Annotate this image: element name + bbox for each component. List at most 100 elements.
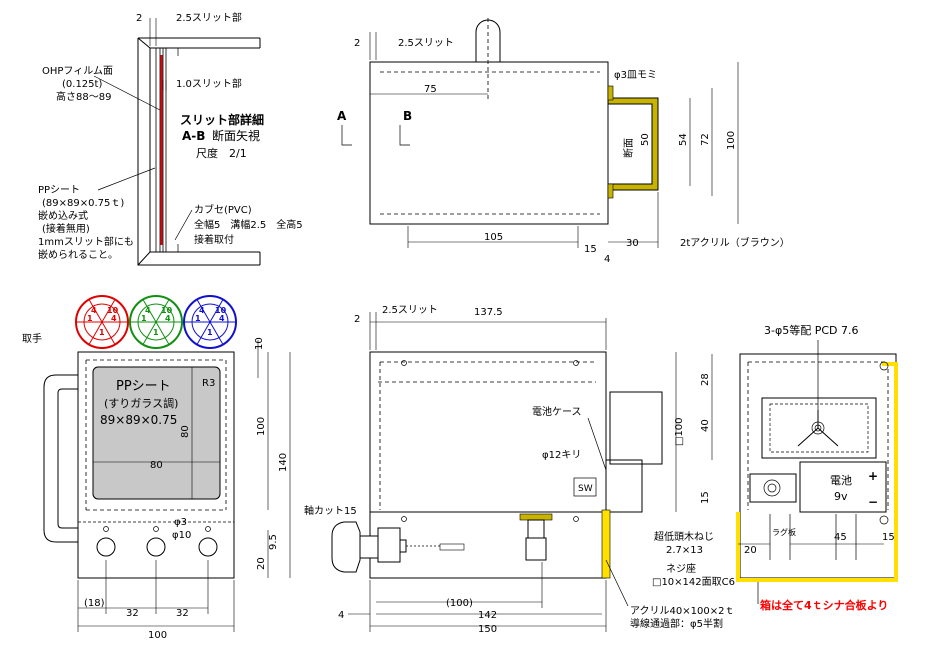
note-2: 嵌められること。 <box>38 249 118 261</box>
hole-10: φ10 <box>172 530 191 541</box>
plywood-note: 箱は全て4ｔシナ合板より <box>760 598 888 612</box>
sq-100: □100 <box>674 417 685 446</box>
slit-25-label: 2.5スリット部 <box>176 11 242 24</box>
disk-number: 1 <box>207 328 213 337</box>
top-dim-100: 100 <box>726 131 737 150</box>
top-slit: 2.5スリット <box>398 38 454 49</box>
pcd-label: 3-φ5等配 PCD 7.6 <box>764 323 859 337</box>
front-dim-100: 100 <box>256 417 267 436</box>
battery-case: 電池ケース <box>532 405 582 418</box>
disk-number: 10 <box>107 306 119 315</box>
cover-attach: 接着取付 <box>194 233 234 246</box>
rear-dim-40: 40 <box>700 419 711 432</box>
disk-spoke <box>88 299 116 345</box>
disk-number: 1 <box>87 314 93 323</box>
no-adhesive: (接着無用) <box>42 222 90 235</box>
dim-142: 142 <box>478 610 497 621</box>
ohp-label: OHPフィルム面 <box>42 65 113 77</box>
disk-number: 4 <box>219 314 225 323</box>
shaft-cut: 軸カット15 <box>304 504 357 517</box>
slit-dim-2: 2 <box>136 13 142 24</box>
slit-detail: 2 2.5スリット部 OHPフィルム面 (0.125t) 高さ88～89 1.0… <box>38 11 303 266</box>
dim-100p: (100) <box>446 598 473 609</box>
battery-label: 電池 <box>830 474 852 487</box>
disk-number: 4 <box>91 306 97 315</box>
pp-frosted: (すりガラス調) <box>104 396 178 410</box>
ohp-height: 高さ88～89 <box>56 90 111 103</box>
side-view: SW 2 2.5スリット 137.5 電池ケース φ12キリ □100 軸カット… <box>304 305 734 635</box>
top-dim-2: 2 <box>354 38 360 49</box>
cover-label: カブセ(PVC) <box>194 203 252 216</box>
pp-sheet-label: PPシート <box>38 185 80 196</box>
pp-size: (89×89×0.75ｔ) <box>42 198 124 209</box>
label-b: B <box>403 109 412 123</box>
rear-dim-15b: 15 <box>882 532 895 543</box>
disk-spoke <box>142 299 170 345</box>
ohp-thickness: (0.125t) <box>62 79 102 90</box>
rear-dim-20: 20 <box>744 545 757 556</box>
dim-1375: 137.5 <box>474 307 503 318</box>
rear-dim-28: 28 <box>700 373 711 386</box>
cover-dims: 全幅5 溝幅2.5 全高5 <box>194 218 303 231</box>
disk-number: 4 <box>165 314 171 323</box>
disk-number: 10 <box>161 306 173 315</box>
section-view: 断面矢視 <box>212 128 260 143</box>
side-slit: 2.5スリット <box>382 305 438 316</box>
disk-number: 4 <box>199 306 205 315</box>
dim-80-h: 80 <box>150 460 163 471</box>
dim-150: 150 <box>478 624 497 635</box>
top-dim-15: 15 <box>584 244 597 255</box>
front-dim-10: 10 <box>254 337 265 350</box>
front-dim-32b: 32 <box>176 608 189 619</box>
side-dim-4: 4 <box>338 610 344 621</box>
plus-sign: + <box>868 469 878 483</box>
nut-size: □10×142面取C6 <box>652 576 735 588</box>
top-dim-4: 4 <box>604 254 610 265</box>
detail-title: スリット部詳細 <box>180 112 264 127</box>
front-dim-32a: 32 <box>126 608 139 619</box>
disk-number: 1 <box>153 328 159 337</box>
acrylic-brown: 2tアクリル（ブラウン） <box>680 236 790 249</box>
dim-105: 105 <box>484 232 503 243</box>
sw-label: SW <box>578 484 593 494</box>
dim-72: 72 <box>700 133 711 146</box>
r3: R3 <box>202 378 215 389</box>
label-a: A <box>337 109 347 123</box>
front-view: PPシート (すりガラス調) 89×89×0.75 R3 80 80 10 10… <box>22 332 291 641</box>
front-dim-140: 140 <box>278 453 289 472</box>
dim-50: 50 <box>640 133 651 146</box>
top-view: A B 75 2 2.5スリット φ3皿モミ 断面 50 54 72 100 1… <box>337 18 790 265</box>
lug-label: ラグ板 <box>772 527 796 537</box>
hole-3: φ3 <box>174 517 187 528</box>
battery-volt: 9v <box>834 490 848 503</box>
disk-number: 4 <box>111 314 117 323</box>
disk-number: 4 <box>145 306 151 315</box>
pp-front-size: 89×89×0.75 <box>100 413 177 427</box>
front-dim-100b: 100 <box>148 630 167 641</box>
rear-dim-15: 15 <box>700 491 711 504</box>
front-dim-95: 9.5 <box>268 534 279 550</box>
top-dim-30: 30 <box>626 238 639 249</box>
top-dim-75: 75 <box>424 84 437 95</box>
minus-sign: − <box>868 495 878 509</box>
note-1: 1mmスリット部にも <box>38 235 134 248</box>
scale-label: 尺度 2/1 <box>196 146 247 160</box>
disk-number: 10 <box>215 306 227 315</box>
rear-dim-45: 45 <box>834 532 847 543</box>
slit-10-label: 1.0スリット部 <box>176 77 242 90</box>
drill-12: φ12キリ <box>542 450 581 461</box>
disk-spoke <box>196 299 224 345</box>
screw-size: 2.7×13 <box>666 545 703 556</box>
dim-54: 54 <box>678 133 689 146</box>
disk-number: 1 <box>99 328 105 337</box>
countersink: φ3皿モミ <box>614 70 657 81</box>
nut-label: ネジ座 <box>666 562 696 575</box>
disk-number: 1 <box>141 314 147 323</box>
wire-hole: 導線通過部：φ5半割 <box>630 617 723 630</box>
inlay-label: 嵌め込み式 <box>38 209 88 222</box>
